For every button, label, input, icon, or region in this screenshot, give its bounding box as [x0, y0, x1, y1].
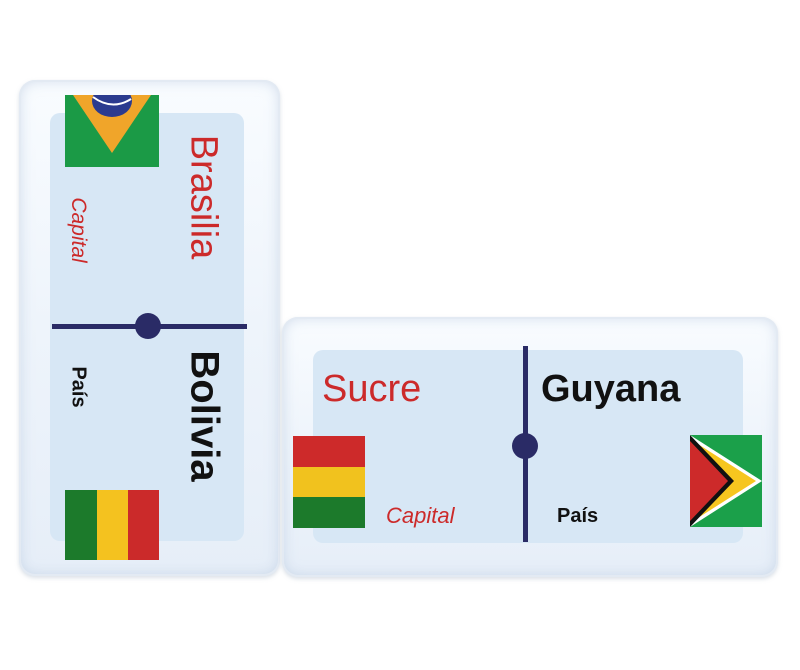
country-name-bolivia: Bolivia — [182, 350, 227, 482]
guyana-flag-graphic — [690, 435, 762, 527]
country-label: País — [557, 505, 599, 527]
country-name-guyana: Guyana — [541, 368, 681, 410]
capital-label: Capital — [67, 197, 90, 263]
capital-label: Capital — [386, 503, 455, 528]
country-label: País — [67, 366, 90, 408]
domino-center-dot — [512, 433, 538, 459]
bolivia-flag-icon — [293, 436, 365, 528]
capital-name-sucre: Sucre — [322, 368, 422, 410]
guyana-flag-icon — [690, 435, 762, 527]
domino-center-dot — [135, 313, 161, 339]
brazil-flag-icon — [65, 95, 159, 167]
brazil-flag-graphic — [73, 95, 151, 153]
mali-flag-icon — [65, 490, 159, 560]
capital-name-brasilia: Brasilia — [182, 134, 225, 260]
